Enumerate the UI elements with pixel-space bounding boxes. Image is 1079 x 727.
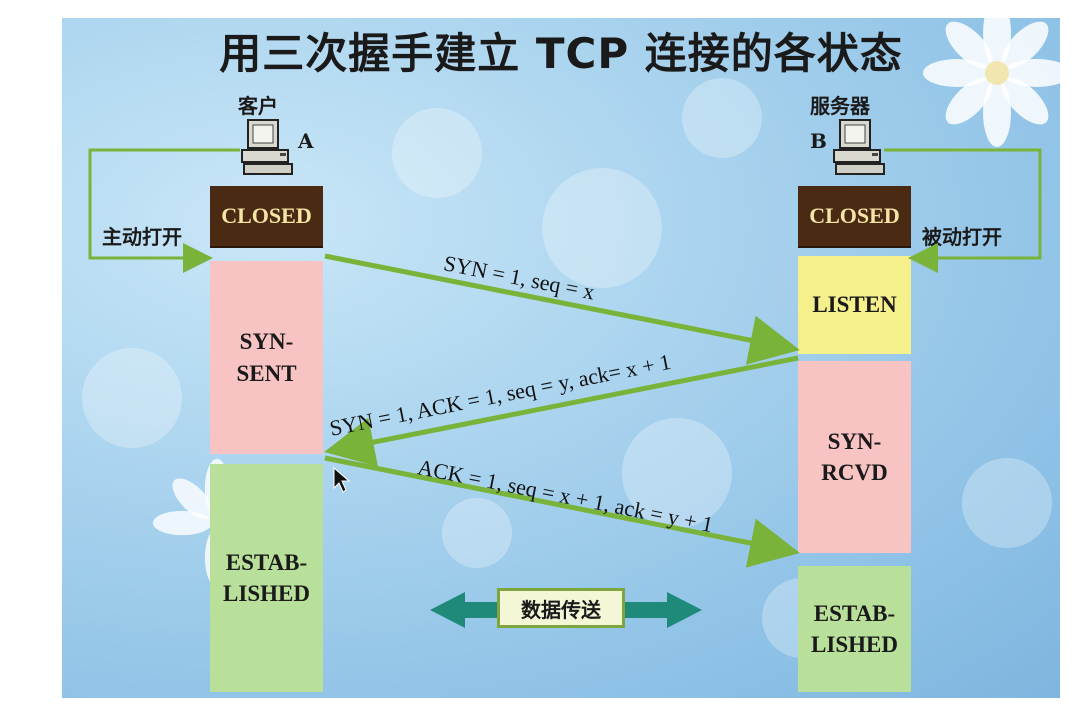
bokeh-decoration	[442, 498, 512, 568]
data-transfer-box: 数据传送	[497, 588, 625, 628]
active-open-loop	[88, 148, 240, 273]
server-name: 服务器	[810, 94, 870, 118]
bokeh-decoration	[392, 108, 482, 198]
computer-icon	[241, 119, 293, 175]
slide-background: 用三次握手建立 TCP 连接的各状态 客户 A 服务器 B 主动打开 被动打开 …	[62, 18, 1060, 698]
server-state-closed: CLOSED	[798, 186, 911, 248]
bokeh-decoration	[962, 458, 1052, 548]
bokeh-decoration	[542, 168, 662, 288]
client-letter: A	[298, 129, 314, 153]
client-name: 客户	[238, 94, 278, 118]
arrow-syn	[324, 253, 800, 365]
server-state-listen: LISTEN	[798, 256, 911, 354]
cursor-icon	[333, 466, 351, 493]
passive-open-loop	[884, 148, 1042, 273]
active-open-label: 主动打开	[102, 225, 182, 249]
flower-decoration	[923, 18, 1060, 147]
computer-icon	[833, 119, 885, 175]
bokeh-decoration	[682, 78, 762, 158]
data-transfer-arrow	[430, 592, 702, 628]
arrow-ack	[324, 455, 800, 568]
client-state-closed: CLOSED	[210, 186, 323, 248]
arrow-syn-ack	[324, 355, 799, 467]
server-state-established: ESTAB- LISHED	[798, 566, 911, 692]
client-state-established: ESTAB- LISHED	[210, 464, 323, 692]
handshake-arrows	[88, 148, 1042, 628]
client-state-syn-sent: SYN- SENT	[210, 261, 323, 454]
server-letter: B	[810, 129, 827, 153]
server-state-syn-rcvd: SYN- RCVD	[798, 361, 911, 553]
bokeh-decoration	[622, 418, 732, 528]
bokeh-decoration	[82, 348, 182, 448]
page-title: 用三次握手建立 TCP 连接的各状态	[219, 29, 903, 78]
